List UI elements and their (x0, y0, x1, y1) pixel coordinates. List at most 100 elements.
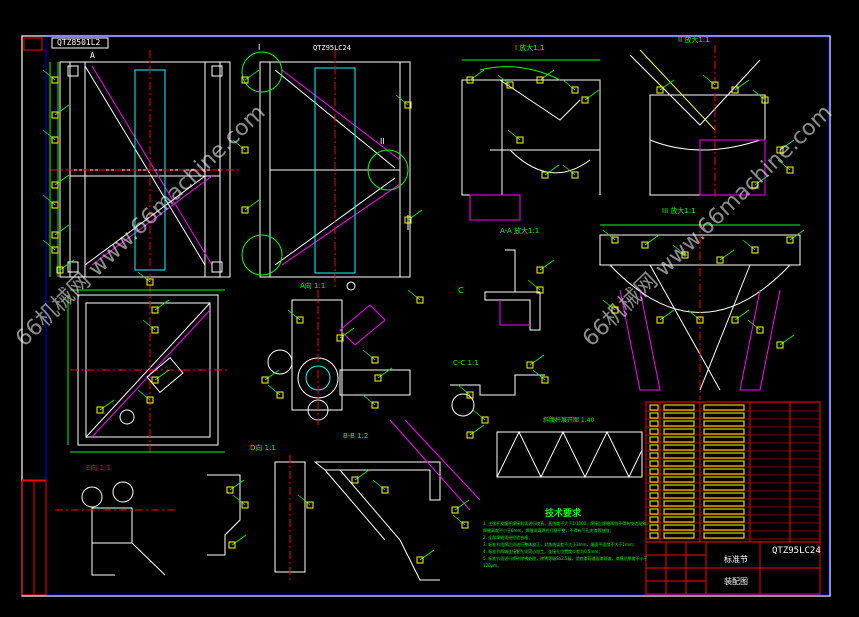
leader-line (472, 409, 486, 421)
leader-line (452, 514, 466, 526)
parts-row-name (703, 516, 745, 523)
parts-list-table (645, 401, 821, 543)
parts-row-name (703, 468, 745, 475)
parts-row-code (663, 428, 695, 435)
tech-note-line: 3. 标准节组焊后须进行整体校正，对角线误差不大于3mm，端面平面度不大于1mm… (483, 542, 637, 547)
annotation-box (241, 501, 249, 509)
annotation-box (146, 396, 154, 404)
leader-line (267, 384, 281, 396)
leader-line (602, 299, 616, 311)
leader-line (734, 309, 750, 321)
annotation-box (571, 86, 579, 94)
leader-line (231, 534, 247, 546)
annotation-box (226, 486, 234, 494)
parts-row-index (649, 460, 659, 467)
parts-row-index (649, 508, 659, 515)
parts-row-name (703, 500, 745, 507)
leader-line (244, 69, 260, 81)
annotation-box (241, 76, 249, 84)
parts-row-index (649, 412, 659, 419)
leader-line (377, 367, 393, 379)
tech-note-line: 焊缝高度不小于6mm，焊缝须满焊并打磨平整，不得有气孔夹渣等缺陷； (483, 528, 614, 533)
annotation-box (731, 86, 739, 94)
parts-row-name (703, 420, 745, 427)
annotation-box (451, 506, 459, 514)
annotation-box (51, 111, 59, 119)
annotation-box (716, 256, 724, 264)
annotation-box (51, 136, 59, 144)
parts-row-code (663, 492, 695, 499)
leader-line (539, 259, 555, 271)
parts-row-index (649, 468, 659, 475)
annotation-box (151, 376, 159, 384)
annotation-box (306, 501, 314, 509)
leader-line (99, 399, 115, 411)
parts-row-code (663, 516, 695, 523)
title-block-part-name: 标准节 (724, 555, 748, 564)
annotation-box (146, 278, 154, 286)
parts-row-name (703, 412, 745, 419)
parts-row-code (663, 524, 695, 531)
tech-note-line: 1. 主弦杆及腹杆焊接前须进行校直，直线度不大于1/1000；焊接后焊缝两侧不得… (483, 521, 651, 526)
annotation-box (51, 76, 59, 84)
parts-row-name (703, 404, 745, 411)
roman-label-i: I (258, 43, 261, 52)
annotation-box (776, 146, 784, 154)
parts-list-rows (646, 404, 820, 540)
drawing-frame (21, 35, 831, 597)
parts-row-name (703, 452, 745, 459)
leader-line (507, 129, 521, 141)
detail-II-view (629, 45, 766, 200)
parts-row-code (663, 508, 695, 515)
annotation-box (786, 166, 794, 174)
annotation-box (466, 76, 474, 84)
section-bb-label: B-B 1:2 (343, 432, 369, 440)
parts-row-index (649, 532, 659, 539)
annotation-box (151, 326, 159, 334)
lattice-title: 斜腹杆展开图 1:40 (543, 417, 595, 424)
leader-line (469, 69, 485, 81)
detail-iii-label: III 放大1:1 (662, 207, 696, 215)
leader-line (354, 469, 370, 481)
leader-line (529, 354, 545, 366)
annotation-box (751, 246, 759, 254)
annotation-box (51, 181, 59, 189)
parts-row-index (649, 444, 659, 451)
annotation-box (276, 391, 284, 399)
annotation-box (404, 216, 412, 224)
annotation-box (776, 341, 784, 349)
parts-row-code (663, 452, 695, 459)
annotation-box (371, 401, 379, 409)
parts-row-name (703, 508, 745, 515)
parts-row-code (663, 404, 695, 411)
title-block (645, 541, 821, 595)
parts-row-index (649, 500, 659, 507)
parts-row-index (649, 476, 659, 483)
view-E (55, 481, 175, 576)
annotation-box (96, 406, 104, 414)
parts-row-index (649, 420, 659, 427)
leader-line (407, 289, 421, 301)
leader-line (659, 309, 675, 321)
tech-notes-body: 1. 主弦杆及腹杆焊接前须进行校直，直线度不大于1/1000；焊接后焊缝两侧不得… (483, 521, 651, 571)
annotation-box (381, 486, 389, 494)
leader-line (469, 424, 485, 436)
parts-row-index (649, 404, 659, 411)
annotation-box (516, 136, 524, 144)
leader-line (372, 479, 386, 491)
leader-line (702, 74, 716, 86)
leader-line (287, 309, 301, 321)
parts-row-index (649, 436, 659, 443)
parts-row-code (663, 532, 695, 539)
upper-tag: QTZ95LC24 (313, 44, 351, 52)
annotation-box (541, 171, 549, 179)
parts-row-name (703, 460, 745, 467)
plan-view (67, 285, 228, 455)
side-elevation-view (241, 50, 411, 291)
leader-line (232, 494, 246, 506)
annotation-box (751, 181, 759, 189)
leader-line (752, 89, 766, 101)
leader-line (42, 69, 56, 81)
parts-row-index (649, 492, 659, 499)
